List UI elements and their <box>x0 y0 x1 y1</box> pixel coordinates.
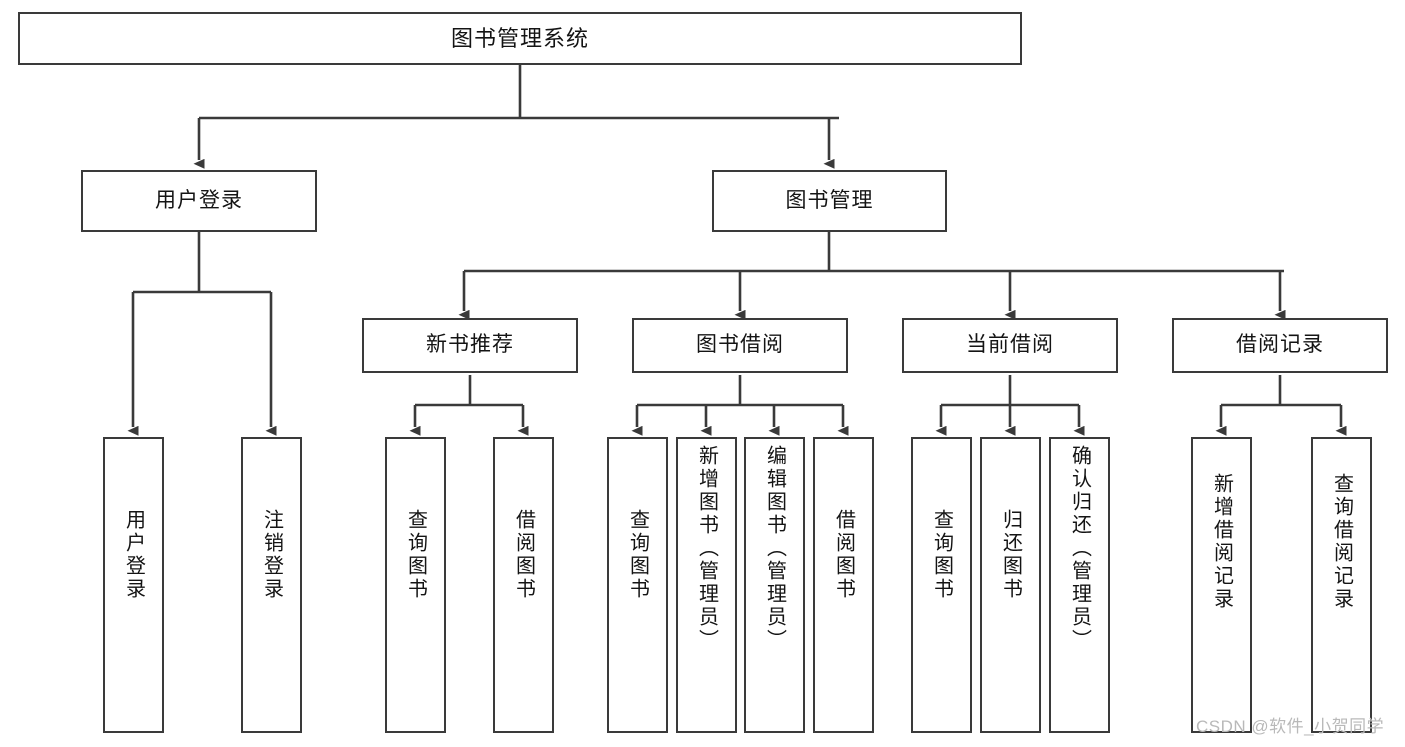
node-book-borrow[interactable]: 图书借阅 <box>632 318 848 373</box>
node-label: 查询图书 <box>626 509 649 601</box>
node-label: 用户登录 <box>122 509 145 601</box>
node-leaf-user-login[interactable]: 用户登录 <box>103 437 164 733</box>
node-label: 图书管理 <box>785 188 874 212</box>
node-leaf-borrow-book-1[interactable]: 借阅图书 <box>493 437 554 733</box>
node-leaf-edit-book[interactable]: 编辑图书（管理员） <box>744 437 805 733</box>
node-leaf-query-record[interactable]: 查询借阅记录 <box>1311 437 1372 733</box>
node-label: 用户登录 <box>155 188 243 212</box>
node-label: 借阅图书 <box>832 509 855 601</box>
node-leaf-return-book[interactable]: 归还图书 <box>980 437 1041 733</box>
node-label: 图书管理系统 <box>450 25 589 51</box>
node-current-borrow[interactable]: 当前借阅 <box>902 318 1118 373</box>
node-label: 图书借阅 <box>696 333 784 357</box>
node-leaf-add-book[interactable]: 新增图书（管理员） <box>676 437 737 733</box>
node-borrow-record[interactable]: 借阅记录 <box>1172 318 1388 373</box>
node-leaf-confirm-return[interactable]: 确认归还（管理员） <box>1049 437 1110 733</box>
node-label: 借阅图书 <box>512 509 535 601</box>
node-leaf-query-book-3[interactable]: 查询图书 <box>911 437 972 733</box>
node-leaf-borrow-book-2[interactable]: 借阅图书 <box>813 437 874 733</box>
node-leaf-add-record[interactable]: 新增借阅记录 <box>1191 437 1252 733</box>
node-label: 查询图书 <box>930 509 953 601</box>
node-root-system[interactable]: 图书管理系统 <box>18 12 1022 65</box>
node-book-manage[interactable]: 图书管理 <box>712 170 947 232</box>
node-user-login[interactable]: 用户登录 <box>81 170 317 232</box>
node-leaf-query-book-1[interactable]: 查询图书 <box>385 437 446 733</box>
node-label: 查询图书 <box>404 509 427 601</box>
node-label: 注销登录 <box>260 509 283 601</box>
node-label: 当前借阅 <box>966 333 1054 357</box>
node-new-book-recommend[interactable]: 新书推荐 <box>362 318 578 373</box>
node-label: 确认归还（管理员） <box>1068 445 1091 652</box>
node-leaf-logout-login[interactable]: 注销登录 <box>241 437 302 733</box>
node-label: 查询借阅记录 <box>1330 473 1353 611</box>
node-label: 新增借阅记录 <box>1210 473 1233 611</box>
node-label: 编辑图书（管理员） <box>763 445 786 652</box>
node-label: 新书推荐 <box>426 333 514 357</box>
node-leaf-query-book-2[interactable]: 查询图书 <box>607 437 668 733</box>
node-label: 新增图书（管理员） <box>695 445 718 652</box>
node-label: 借阅记录 <box>1236 333 1324 357</box>
node-label: 归还图书 <box>999 509 1022 601</box>
csdn-watermark: CSDN @软件_小贺同学 <box>1196 717 1385 736</box>
